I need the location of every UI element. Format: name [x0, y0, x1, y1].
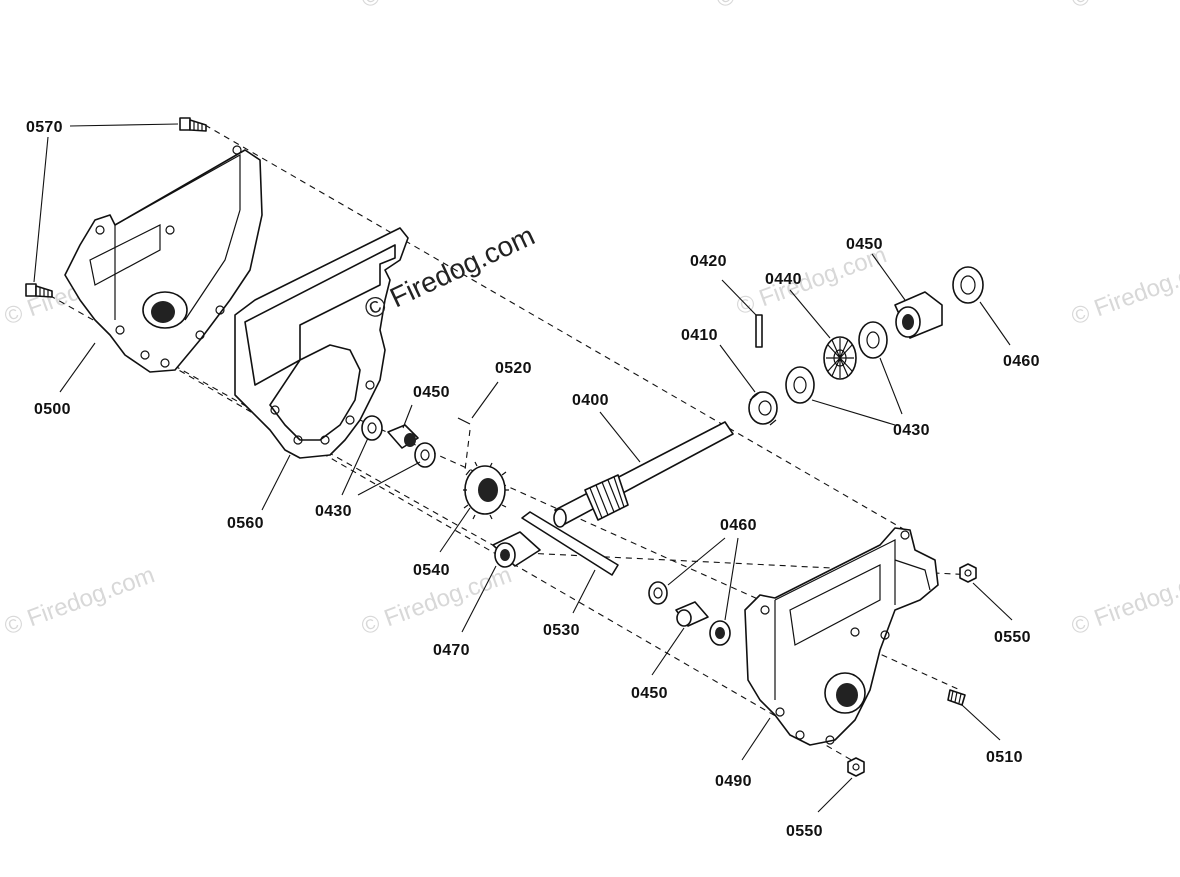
washer-0430-right-b: [858, 321, 888, 359]
bearing-0450-left: [387, 424, 419, 449]
callout-0400: 0400: [572, 392, 609, 409]
washer-0460-lower-a: [648, 581, 668, 605]
callout-0460: 0460: [720, 517, 757, 534]
watermark-text: © Firedog.com: [1068, 0, 1180, 14]
callout-0570: 0570: [26, 119, 63, 136]
callout-0540: 0540: [413, 562, 450, 579]
callout-0450: 0450: [846, 236, 883, 253]
worm-shaft-0400: [553, 421, 734, 528]
bushing-0470: [492, 531, 541, 568]
callout-0530: 0530: [543, 622, 580, 639]
callout-0550: 0550: [994, 629, 1031, 646]
nut-0550-right: [959, 563, 977, 583]
shaft-0530: [521, 511, 619, 576]
callout-0410: 0410: [681, 327, 718, 344]
callout-0460: 0460: [1003, 353, 1040, 370]
setscrew-0510: [947, 689, 966, 706]
nut-0550-bottom: [847, 757, 865, 777]
callout-0430: 0430: [315, 503, 352, 520]
washer-0460-right-top: [952, 266, 984, 304]
left-housing-0500: [64, 145, 263, 373]
bolt-0570-left: [25, 283, 53, 298]
callout-0500: 0500: [34, 401, 71, 418]
pin-0520: [457, 417, 471, 425]
washer-0430-right-a: [785, 366, 815, 404]
watermark-text: © Firedog.com: [1068, 561, 1180, 640]
thrust-bearing-0440: [823, 336, 857, 380]
gasket-0560: [234, 227, 409, 459]
callout-0470: 0470: [433, 642, 470, 659]
callout-0490: 0490: [715, 773, 752, 790]
callout-labels: 0570 0500 0560 0450 0520 0430 0540 0470 …: [26, 119, 1040, 840]
watermark-text: © Firedog.com: [733, 241, 890, 320]
bolt-0570-top: [179, 117, 207, 132]
callout-0450: 0450: [631, 685, 668, 702]
callout-0560: 0560: [227, 515, 264, 532]
washer-0430-left-a: [361, 415, 383, 441]
callout-0450: 0450: [413, 384, 450, 401]
watermark-text: © Firedog.com: [358, 0, 515, 14]
leader-lines: [33, 123, 1013, 813]
bearing-0450-right-top: [894, 291, 943, 339]
watermark-text: © Firedog.com: [713, 0, 870, 14]
watermark-text: © Firedog.com: [1, 561, 158, 640]
washer-0430-left-b: [414, 442, 436, 468]
washer-0460-lower-b: [709, 620, 731, 646]
callout-0440: 0440: [765, 271, 802, 288]
callout-0430: 0430: [893, 422, 930, 439]
collar-0410: [748, 391, 778, 426]
callout-0510: 0510: [986, 749, 1023, 766]
pin-0420: [755, 314, 763, 348]
callout-0550: 0550: [786, 823, 823, 840]
right-housing-0490: [744, 527, 939, 746]
bearing-0450-lower: [675, 601, 709, 627]
callout-0420: 0420: [690, 253, 727, 270]
watermark-text: © Firedog.com: [1068, 251, 1180, 330]
callout-0520: 0520: [495, 360, 532, 377]
gear-0540: [463, 461, 509, 520]
